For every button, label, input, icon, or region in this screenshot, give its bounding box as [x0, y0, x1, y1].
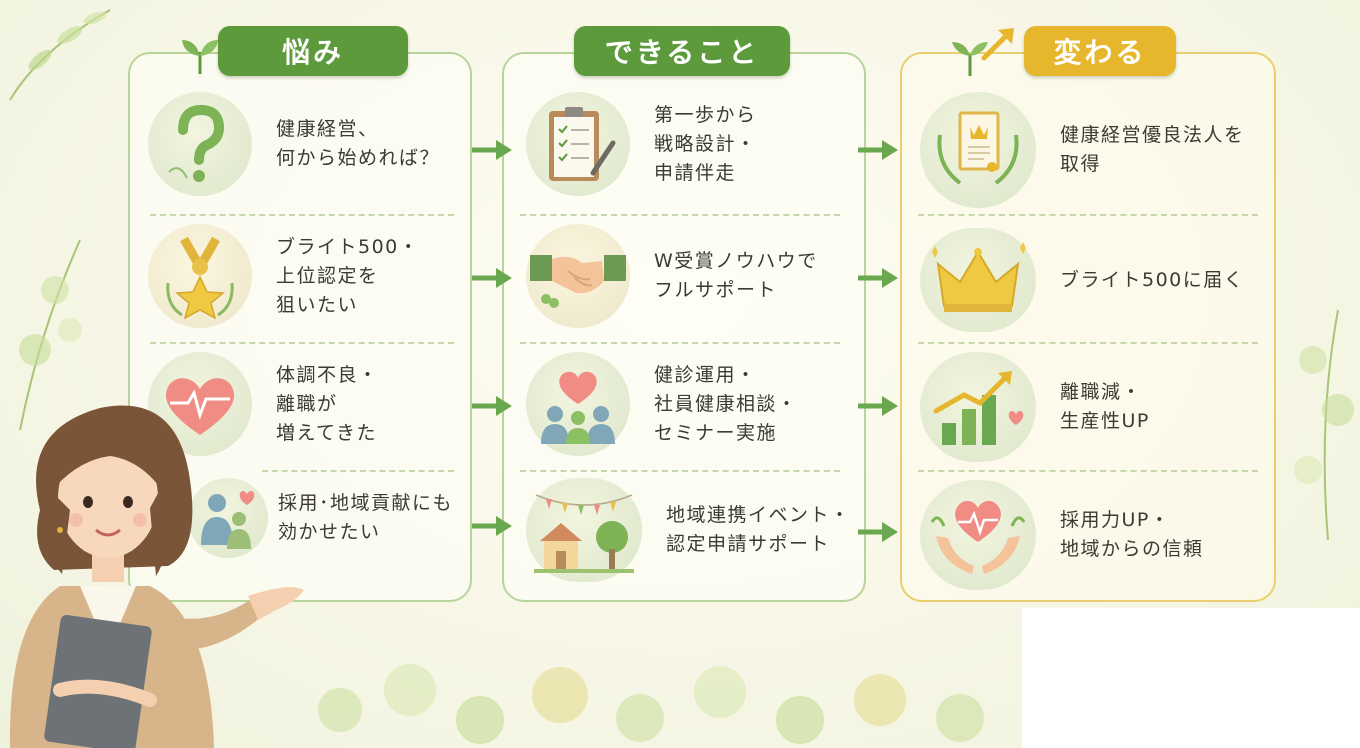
header-capabilities: できること	[574, 26, 790, 76]
divider	[520, 470, 840, 472]
item-text: 採用･地域貢献にも 効かせたい	[278, 492, 454, 543]
growth-chart-icon	[920, 352, 1036, 462]
divider	[150, 214, 454, 216]
leaf-decoration-right	[1294, 309, 1354, 540]
team-heart-icon	[526, 352, 630, 456]
item-text: 健診運用・ 社員健康相談・ セミナー実施	[654, 363, 798, 444]
list-item: 地域連携イベント・ 認定申請サポート	[526, 478, 862, 582]
arrow-right-icon	[858, 268, 898, 288]
list-item: W受賞ノウハウで フルサポート	[526, 224, 862, 328]
certificate-crown-icon	[920, 92, 1036, 208]
blank-area	[1022, 608, 1360, 748]
item-text: ブライト500・ 上位認定を 狙いたい	[276, 235, 420, 316]
divider	[262, 470, 454, 472]
arrow-right-icon	[858, 140, 898, 160]
clipboard-checklist-icon	[526, 92, 630, 196]
list-item: 健康経営優良法人を 取得	[920, 92, 1272, 208]
arrow-right-icon	[472, 396, 512, 416]
list-item: 離職減・ 生産性UP	[920, 352, 1272, 462]
foliage-bottom	[318, 664, 984, 744]
arrow-right-icon	[858, 396, 898, 416]
divider	[918, 470, 1258, 472]
item-text: 健康経営優良法人を 取得	[1060, 124, 1245, 175]
list-item: 第一歩から 戦略設計・ 申請伴走	[526, 92, 862, 196]
arrow-right-icon	[472, 140, 512, 160]
item-text: 第一歩から 戦略設計・ 申請伴走	[654, 103, 757, 184]
header-changes: 変わる	[1024, 26, 1176, 76]
header-worries-label: 悩み	[281, 36, 344, 69]
divider	[520, 342, 840, 344]
header-worries: 悩み	[218, 26, 408, 76]
list-item: ブライト500に届く	[920, 228, 1272, 332]
item-text: 採用力UP・ 地域からの信頼	[1060, 509, 1204, 560]
arrow-right-icon	[858, 522, 898, 542]
arrow-right-icon	[472, 516, 512, 536]
list-item: 採用･地域貢献にも 効かせたい	[188, 478, 468, 558]
crown-icon	[920, 228, 1036, 332]
header-capabilities-label: できること	[604, 36, 760, 69]
divider	[150, 342, 454, 344]
list-item: 採用力UP・ 地域からの信頼	[920, 480, 1272, 590]
leaf-decoration-topleft	[9, 9, 111, 101]
list-item: 体調不良・ 離職が 増えてきた	[148, 352, 468, 456]
question-mark-icon	[148, 92, 252, 196]
community-house-icon	[526, 478, 642, 582]
list-item: 健康経営、 何から始めれば？	[148, 92, 468, 196]
woman-illustration	[9, 405, 304, 748]
item-text: 健康経営、 何から始めれば？	[276, 118, 441, 169]
list-item: ブライト500・ 上位認定を 狙いたい	[148, 224, 468, 328]
handshake-icon	[526, 224, 630, 328]
medal-star-icon	[148, 224, 252, 328]
divider	[918, 214, 1258, 216]
item-text: 離職減・ 生産性UP	[1060, 381, 1150, 432]
item-text: 体調不良・ 離職が 増えてきた	[276, 363, 379, 444]
item-text: 地域連携イベント・ 認定申請サポート	[666, 504, 851, 555]
people-heart-icon	[188, 478, 268, 558]
item-text: ブライト500に届く	[1060, 268, 1245, 291]
divider	[520, 214, 840, 216]
divider	[918, 342, 1258, 344]
header-changes-label: 変わる	[1053, 36, 1147, 69]
list-item: 健診運用・ 社員健康相談・ セミナー実施	[526, 352, 862, 456]
hands-heart-icon	[920, 480, 1036, 590]
item-text: W受賞ノウハウで フルサポート	[654, 250, 818, 301]
arrow-right-icon	[472, 268, 512, 288]
